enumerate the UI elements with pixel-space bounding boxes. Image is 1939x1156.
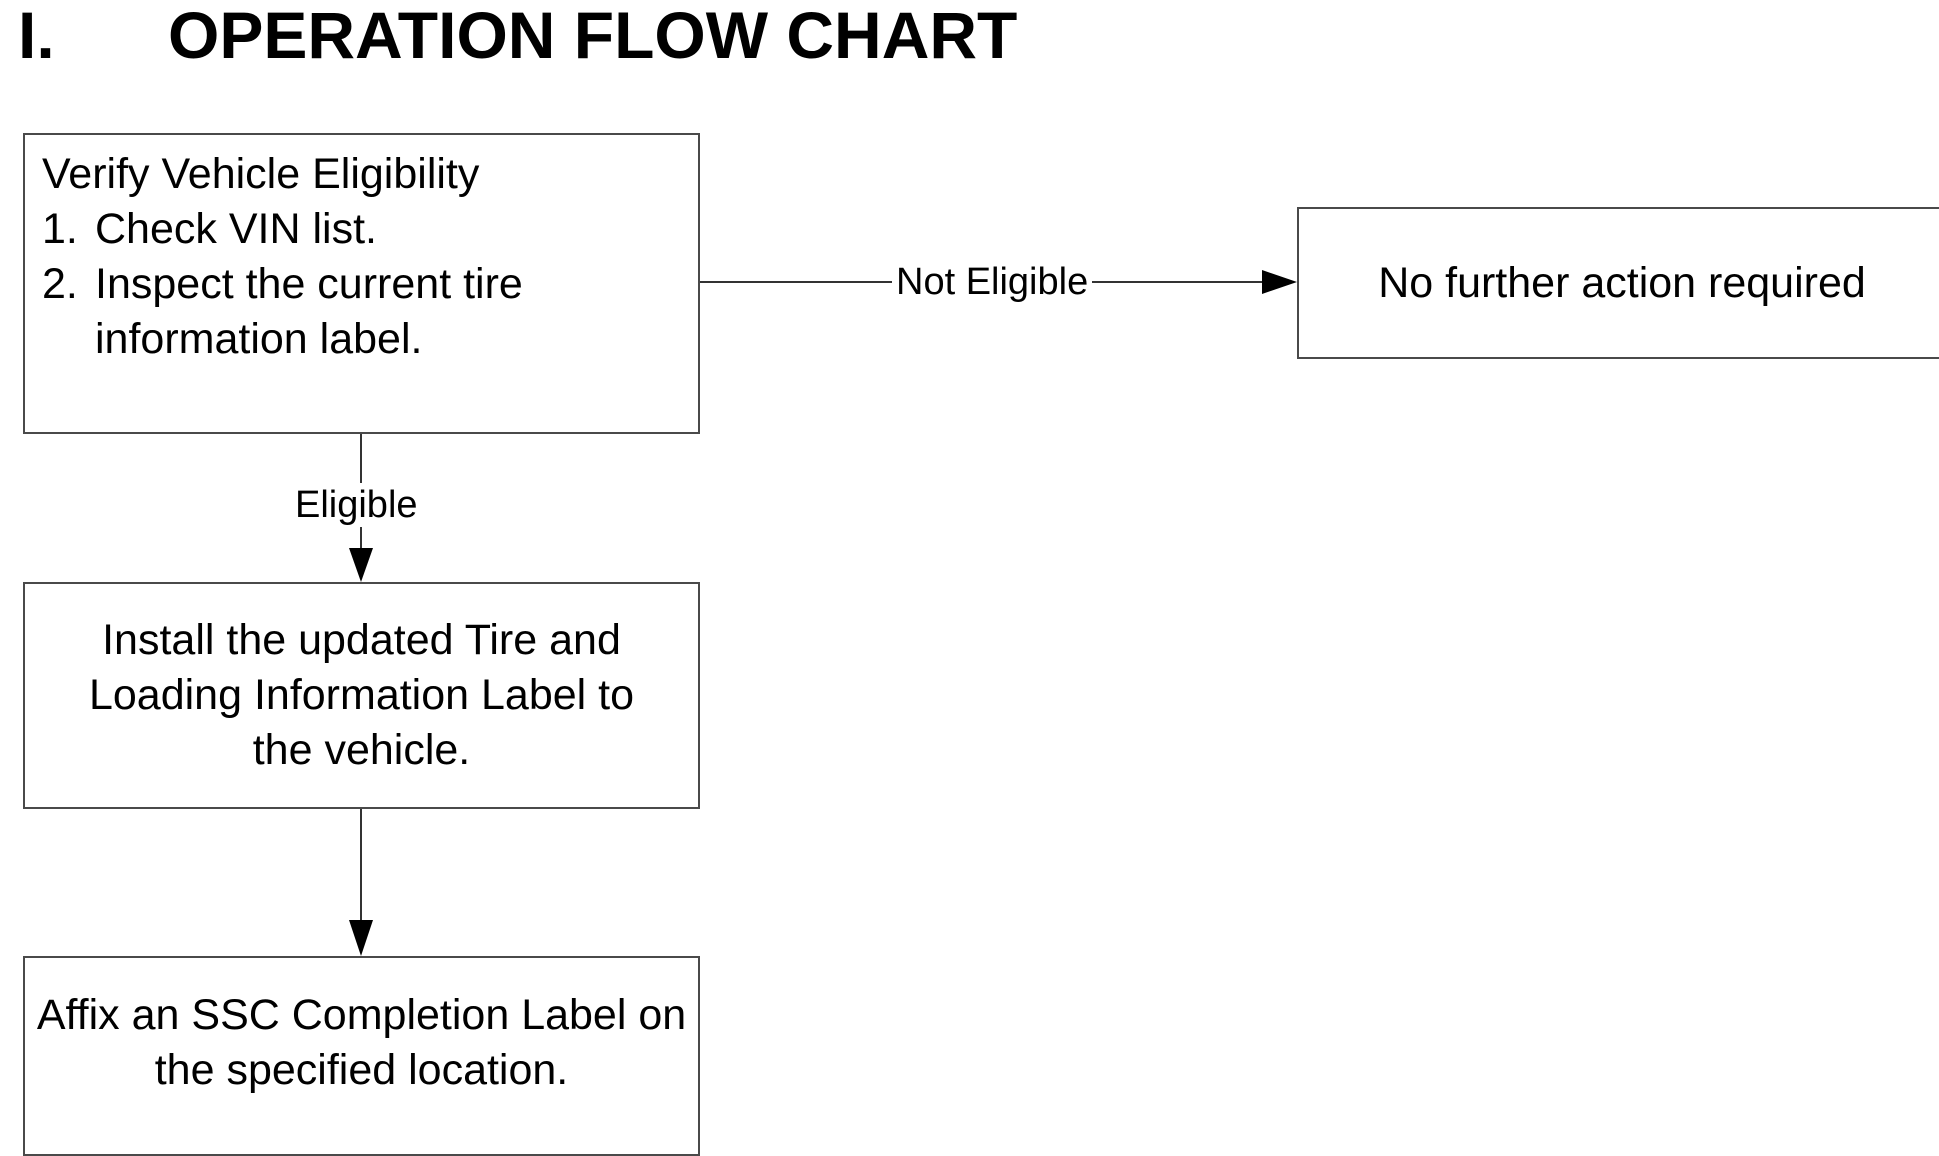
heading-title: OPERATION FLOW CHART: [168, 0, 1018, 72]
item-marker: 2.: [42, 260, 78, 308]
item-text: Check VIN list.: [95, 205, 377, 253]
step-no-action-text: No further action required: [1378, 258, 1866, 307]
edge-label-not-eligible: Not Eligible: [892, 260, 1093, 304]
item-text: Inspect the current tire information lab…: [95, 260, 523, 363]
step-verify-eligibility: Verify Vehicle Eligibility 1. Check VIN …: [23, 133, 700, 434]
step-verify-item: 2. Inspect the current tire information …: [42, 257, 698, 367]
step-no-further-action: No further action required: [1297, 207, 1939, 359]
step-verify-title: Verify Vehicle Eligibility: [42, 150, 480, 198]
edge-label-eligible: Eligible: [293, 483, 420, 527]
item-marker: 1.: [42, 205, 78, 253]
arrowhead-install: [349, 548, 373, 582]
step-affix-completion-label: Affix an SSC Completion Label on the spe…: [23, 956, 700, 1156]
step-affix-text: Affix an SSC Completion Label on the spe…: [36, 991, 687, 1094]
arrowhead-affix: [349, 920, 373, 956]
arrowhead-no-action: [1262, 270, 1297, 294]
step-install-text: Install the updated Tire and Loading Inf…: [88, 616, 635, 774]
step-install-label: Install the updated Tire and Loading Inf…: [23, 582, 700, 809]
step-verify-item: 1. Check VIN list.: [42, 202, 698, 257]
heading-number: I.: [18, 0, 55, 72]
